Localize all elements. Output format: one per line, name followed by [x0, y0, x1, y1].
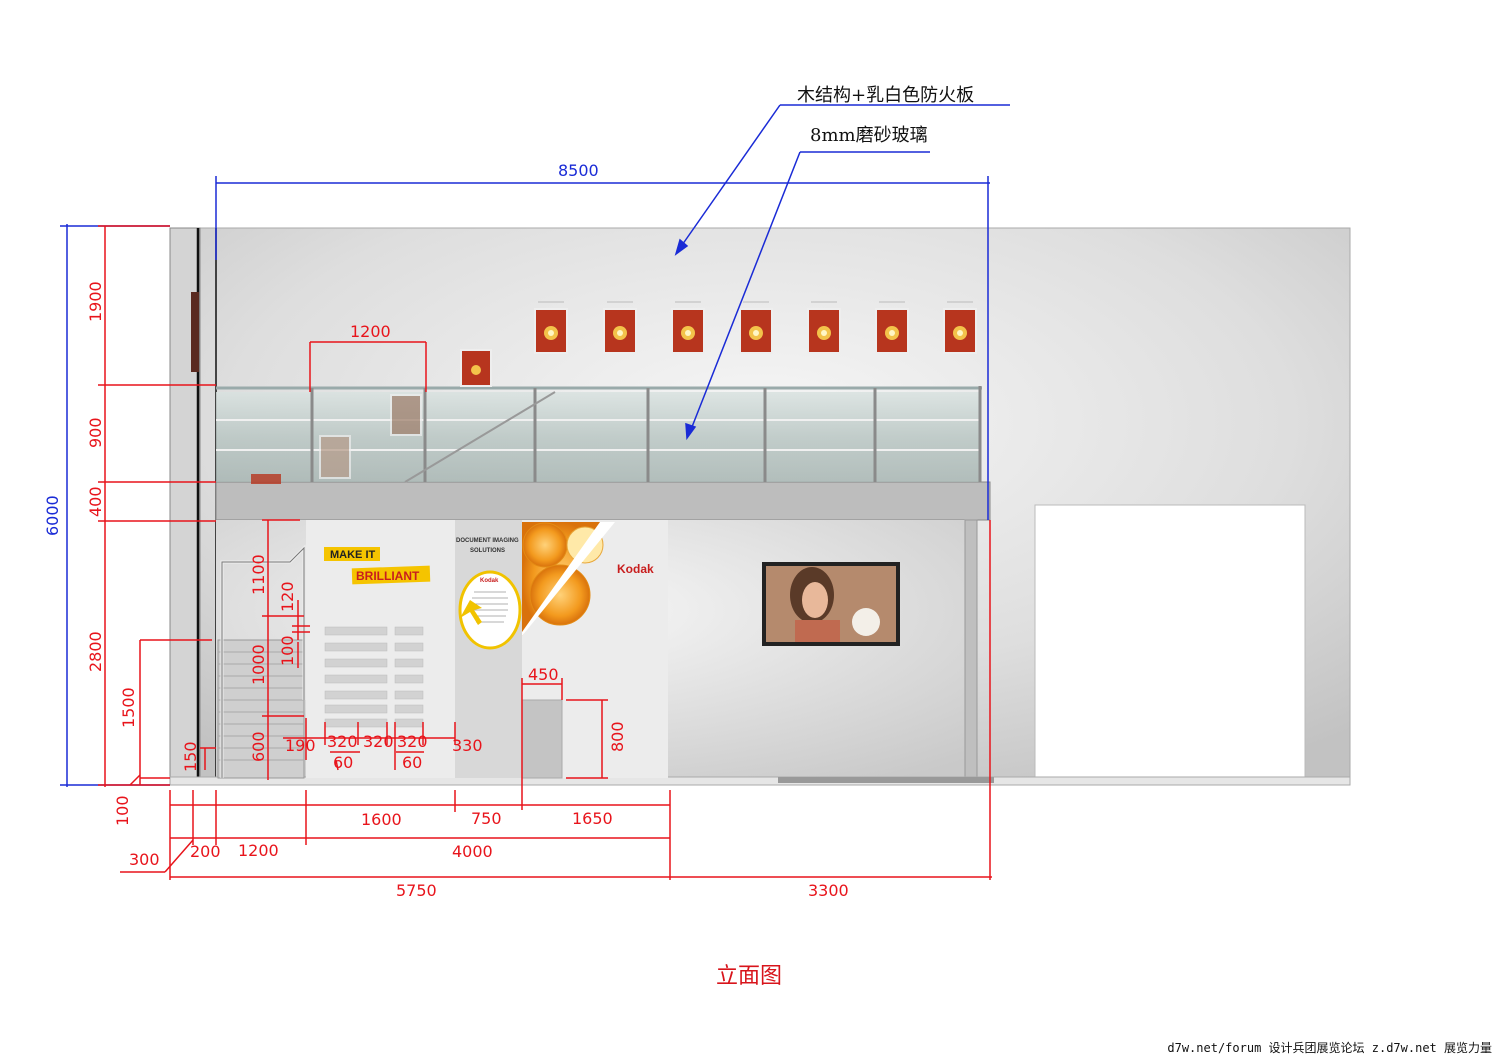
red-dimensions — [98, 225, 992, 880]
dim-120: 120 — [278, 581, 297, 612]
right-opening — [1034, 504, 1306, 778]
kodak-logo-text: Kodak — [617, 562, 654, 576]
dim-100b: 100 — [278, 635, 297, 666]
dim-400: 400 — [86, 486, 105, 517]
dim-450: 450 — [528, 665, 559, 684]
poster-stair — [460, 349, 492, 387]
doc-imaging-line-2: SOLUTIONS — [470, 548, 505, 554]
dim-330: 330 — [452, 736, 483, 755]
stair-diagonal — [404, 391, 556, 483]
callout-arrows — [674, 104, 801, 441]
poster-row — [251, 301, 977, 484]
sign-grid — [324, 626, 424, 728]
yellow-arrow-icon — [460, 600, 482, 625]
dim-1500: 1500 — [119, 687, 138, 728]
left-end-logo — [191, 292, 199, 372]
brilliant-text: BRILLIANT — [356, 569, 420, 583]
make-it-text: MAKE IT — [330, 549, 376, 561]
footer-watermark: d7w.net/forum 设计兵团展览论坛 z.d7w.net 展览力量 — [1167, 1041, 1492, 1055]
dim-60-b: 60 — [402, 753, 422, 772]
staircase — [217, 544, 306, 779]
dim-320-c: 320 — [397, 732, 428, 751]
doc-imaging-line-1: DOCUMENT IMAGING — [456, 538, 519, 544]
dim-320-b: 320 — [363, 732, 394, 751]
floor-plinth — [778, 777, 994, 783]
poster — [739, 301, 773, 354]
dim-1000: 1000 — [249, 644, 268, 685]
callout-top: 木结构+乳白色防火板 — [797, 85, 974, 106]
brilliant-tag — [351, 565, 431, 585]
dim-150: 150 — [181, 741, 200, 772]
dim-60-a: 60 — [333, 753, 353, 772]
dim-4000: 4000 — [452, 842, 493, 861]
make-it-tag — [324, 547, 380, 561]
callout-glass: 8mm磨砂玻璃 — [810, 125, 928, 146]
poster — [534, 301, 568, 354]
dim-1650: 1650 — [572, 809, 613, 828]
kodak-white-wedge — [522, 522, 615, 636]
poster-stair — [251, 474, 281, 484]
dim-1600: 1600 — [361, 810, 402, 829]
dim-1200-bottom: 1200 — [238, 841, 279, 860]
dim-overall-width: 8500 — [558, 161, 599, 180]
dim-300: 300 — [129, 850, 160, 869]
dim-3300: 3300 — [808, 881, 849, 900]
dim-1200-top: 1200 — [350, 322, 391, 341]
dim-800: 800 — [608, 721, 627, 752]
dim-190: 190 — [285, 736, 316, 755]
dim-6000: 6000 — [43, 495, 62, 536]
mezzanine-slab — [215, 481, 991, 521]
poster — [943, 301, 977, 354]
support-column — [964, 519, 978, 779]
dim-320-a: 320 — [327, 732, 358, 751]
poster — [807, 301, 841, 354]
reception-box — [521, 699, 563, 779]
floor-base — [169, 776, 1351, 786]
dim-2800: 2800 — [86, 631, 105, 672]
dim-100: 100 — [113, 795, 132, 826]
poster — [671, 301, 705, 354]
dim-1100: 1100 — [249, 554, 268, 595]
dim-200: 200 — [190, 842, 221, 861]
dim-1900: 1900 — [86, 281, 105, 322]
dim-900: 900 — [86, 417, 105, 448]
poster-stair — [319, 435, 351, 479]
dim-750: 750 — [471, 809, 502, 828]
poster — [875, 301, 909, 354]
kodak-small-text: Kodak — [480, 578, 499, 584]
poster — [603, 301, 637, 354]
dim-5750: 5750 — [396, 881, 437, 900]
dim-600: 600 — [249, 731, 268, 762]
drawing-caption: 立面图 — [716, 964, 782, 989]
poster-stair — [390, 394, 422, 436]
